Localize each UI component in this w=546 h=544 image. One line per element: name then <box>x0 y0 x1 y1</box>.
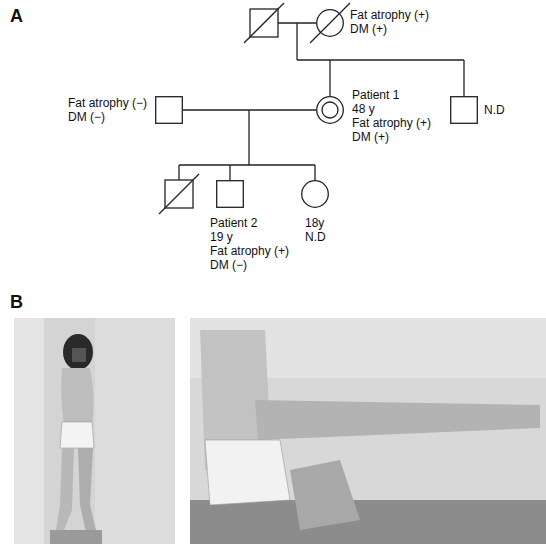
proband-female-symbol <box>316 96 344 124</box>
symbol-outline <box>302 181 329 208</box>
symbol-outline <box>317 97 344 124</box>
male-symbol <box>155 96 183 124</box>
annotation-text: N.D <box>305 230 326 244</box>
deceased-slash <box>310 3 350 43</box>
sibship-line <box>330 59 464 60</box>
child-line <box>314 165 315 180</box>
individual-annotation: Fat atrophy (−)DM (−) <box>68 96 147 124</box>
annotation-text: Fat atrophy (−) <box>68 96 147 110</box>
panel-label: B <box>10 292 23 313</box>
descent-line <box>248 110 249 165</box>
child-line <box>329 60 330 96</box>
proband-inner-ring <box>322 102 338 118</box>
child-line <box>229 165 230 180</box>
individual-annotation: Patient 148 yFat atrophy (+)DM (+) <box>352 88 431 144</box>
annotation-text: DM (−) <box>68 110 147 124</box>
left-photo <box>14 318 175 544</box>
female-symbol <box>301 180 329 208</box>
annotation-text: DM (+) <box>350 22 429 36</box>
pedigree-individual: Patient 148 yFat atrophy (+)DM (+) <box>316 96 344 124</box>
deceased-slash <box>159 174 199 214</box>
male-symbol <box>216 180 244 208</box>
annotation-text: 48 y <box>352 102 431 116</box>
annotation-text: Fat atrophy (+) <box>352 116 431 130</box>
symbol-outline <box>156 97 183 124</box>
child-line <box>178 165 179 180</box>
individual-annotation: 18yN.D <box>305 216 326 244</box>
annotation-text: Fat atrophy (+) <box>350 8 429 22</box>
annotation-text: 19 y <box>210 230 289 244</box>
pedigree-individual: N.D <box>450 96 478 124</box>
individual-annotation: Patient 219 yFat atrophy (+)DM (−) <box>210 216 289 272</box>
annotation-text: Fat atrophy (+) <box>210 244 289 258</box>
symbol-outline <box>451 97 478 124</box>
symbol-outline <box>217 181 244 208</box>
pedigree-individual: Patient 219 yFat atrophy (+)DM (−) <box>216 180 244 208</box>
annotation-text: DM (+) <box>352 130 431 144</box>
mating-line <box>183 109 316 110</box>
sibship-line <box>179 164 315 165</box>
deceased-female-symbol <box>316 9 344 37</box>
annotation-text: Patient 2 <box>210 216 289 230</box>
right-photo <box>190 318 546 544</box>
annotation-text: Patient 1 <box>352 88 431 102</box>
sibship-line <box>297 59 330 60</box>
individual-annotation: Fat atrophy (+)DM (+) <box>350 8 429 36</box>
pedigree-individual: 18yN.D <box>301 180 329 208</box>
child-line <box>463 60 464 96</box>
annotation-text: N.D <box>484 103 505 117</box>
annotation-text: 18y <box>305 216 326 230</box>
descent-line <box>296 23 297 60</box>
panel-label: A <box>10 6 23 27</box>
pedigree-individual: Fat atrophy (+)DM (+) <box>316 9 344 37</box>
pedigree-individual: Fat atrophy (−)DM (−) <box>155 96 183 124</box>
male-symbol <box>450 96 478 124</box>
individual-annotation: N.D <box>484 103 505 117</box>
annotation-text: DM (−) <box>210 258 289 272</box>
